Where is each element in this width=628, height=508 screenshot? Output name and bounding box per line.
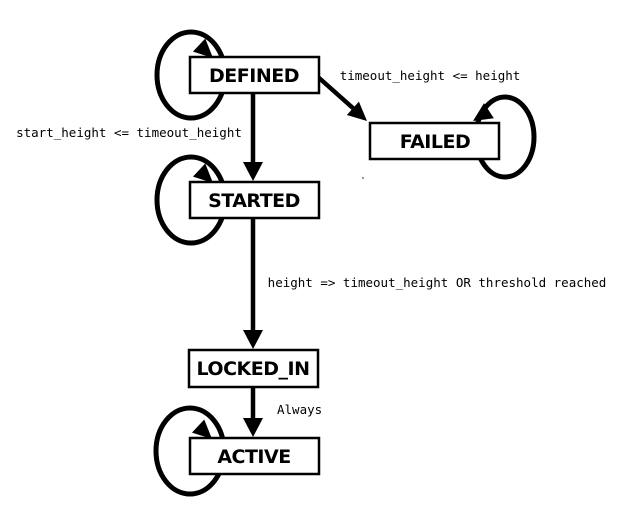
arrowhead-self-loop-started xyxy=(192,163,213,183)
transition-label-locked-in-to-active: Always xyxy=(277,402,322,417)
transition-labels: timeout_height <= height start_height <=… xyxy=(16,68,606,417)
state-label-locked-in: LOCKED_IN xyxy=(197,358,310,380)
state-label-started: STARTED xyxy=(208,190,300,212)
arrowhead-defined-to-started xyxy=(243,162,263,181)
state-label-active: ACTIVE xyxy=(217,446,290,468)
arrowhead-self-loop-defined xyxy=(192,38,213,58)
arrowhead-locked-in-to-active xyxy=(243,418,263,437)
arrowhead-self-loop-failed xyxy=(473,103,494,121)
transition-label-defined-to-failed: timeout_height <= height xyxy=(340,68,521,83)
state-defined xyxy=(188,55,321,95)
arrowheads xyxy=(191,38,494,439)
state-label-defined: DEFINED xyxy=(209,65,299,87)
transition-edges xyxy=(250,75,356,420)
transition-label-started-to-locked-in: height => timeout_height OR threshold re… xyxy=(268,275,607,290)
arrowhead-defined-to-failed xyxy=(346,101,367,121)
state-started xyxy=(188,180,321,220)
state-label-failed: FAILED xyxy=(400,131,470,153)
arrowhead-started-to-locked-in xyxy=(243,330,263,349)
state-labels: DEFINED FAILED STARTED LOCKED_IN ACTIVE xyxy=(197,65,471,468)
stray-dot xyxy=(361,176,365,180)
state-locked-in xyxy=(187,348,320,389)
edge-defined-to-failed xyxy=(316,75,356,111)
state-active xyxy=(188,436,321,476)
state-boxes xyxy=(187,55,501,476)
state-failed xyxy=(368,121,501,161)
transition-label-defined-to-started: start_height <= timeout_height xyxy=(16,125,242,140)
arrowhead-self-loop-active xyxy=(191,419,212,439)
